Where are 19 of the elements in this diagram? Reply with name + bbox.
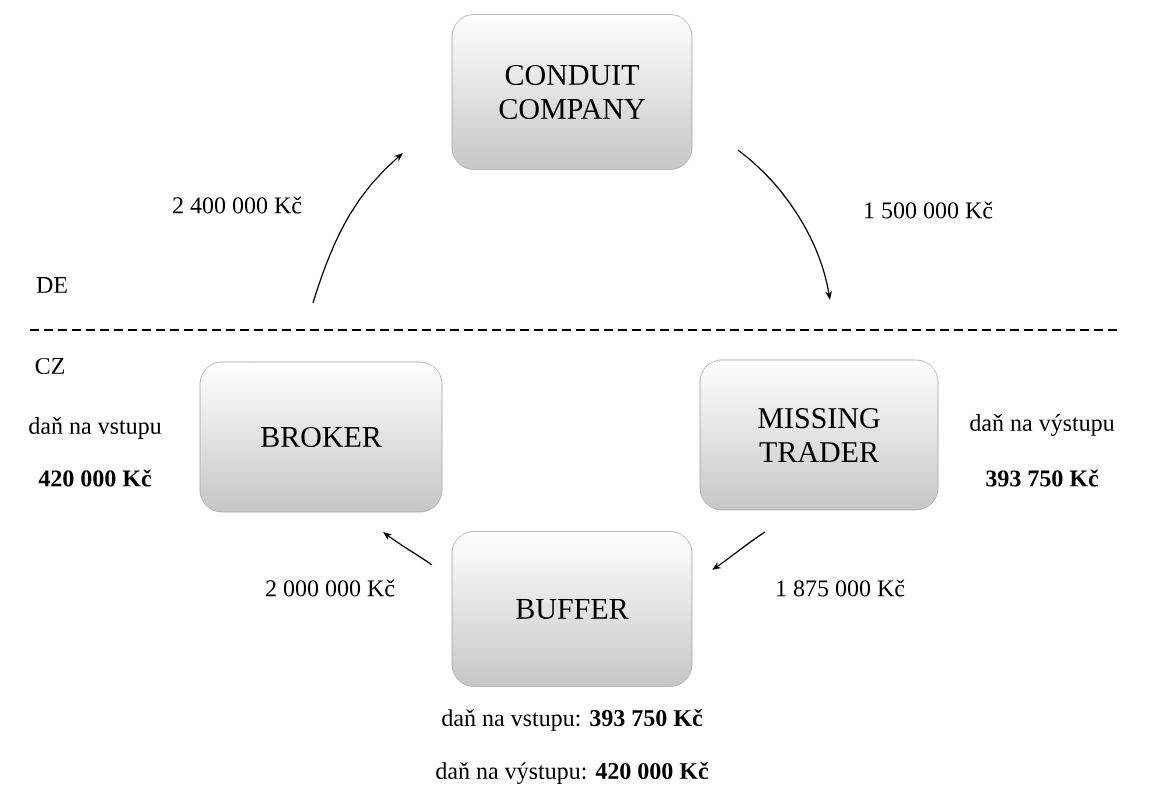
- note-text: daň na vstupu: [29, 417, 162, 439]
- process-box: CONDUIT COMPANY: [451, 14, 693, 170]
- note-text: 393 750 Kč: [986, 469, 1099, 487]
- note-text: daň na výstupu: 420 000 Kč: [436, 761, 709, 785]
- arrow: [712, 531, 766, 570]
- edge-label: 1 875 000 Kč: [774, 578, 906, 598]
- note-text: daň na výstupu: [970, 414, 1115, 436]
- arrow: [312, 153, 403, 304]
- arrow: [383, 532, 433, 566]
- region-label: CZ: [35, 357, 65, 375]
- process-box: BUFFER: [451, 531, 693, 687]
- region-label: DE: [36, 277, 67, 293]
- note-text: daň na vstupu: 393 750 Kč: [442, 708, 703, 731]
- edge-label: 2 400 000 Kč: [171, 195, 303, 215]
- edge-label: 2 000 000 Kč: [264, 578, 396, 598]
- note-text: 420 000 Kč: [38, 469, 152, 487]
- edge-label: 1 500 000 Kč: [862, 200, 994, 220]
- process-box: MISSING TRADER: [699, 359, 939, 511]
- process-box: BROKER: [199, 361, 443, 513]
